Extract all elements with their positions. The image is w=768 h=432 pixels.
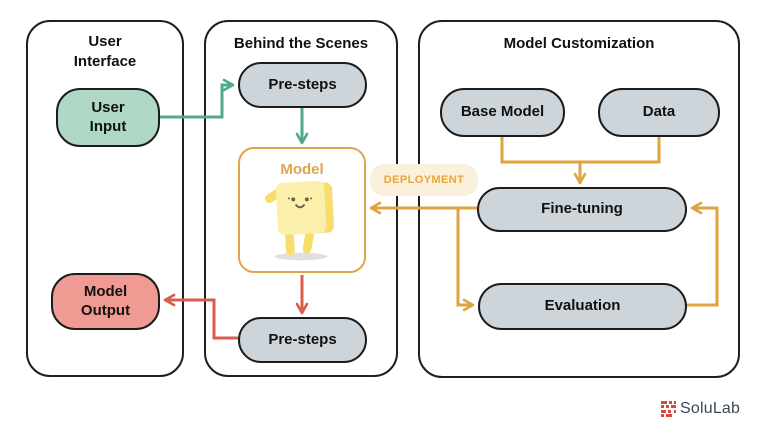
mascot-body (275, 180, 335, 236)
panel-title-user-interface: User Interface (73, 33, 137, 70)
mascot-face (287, 197, 313, 209)
base-model-label: Base Model (460, 103, 545, 121)
model-output-label: Model Output (80, 282, 131, 319)
model-label: Model (280, 161, 324, 178)
model-output-node: Model Output (51, 273, 160, 330)
mascot-shadow (274, 252, 328, 261)
deployment-badge: DEPLOYMENT (370, 164, 478, 196)
model-node: Model (238, 147, 366, 273)
mascot-left-leg (284, 230, 295, 256)
data-label: Data (642, 103, 676, 121)
solulab-logo: SoluLab (661, 400, 740, 418)
pre-steps-bottom-label: Pre-steps (268, 330, 337, 348)
pre-steps-top-node: Pre-steps (238, 62, 367, 108)
butter-mascot-illustration (265, 180, 335, 261)
pre-steps-bottom-node: Pre-steps (238, 317, 367, 363)
fine-tuning-node: Fine-tuning (477, 187, 687, 232)
solulab-logo-text: SoluLab (680, 400, 741, 417)
base-model-node: Base Model (440, 88, 565, 137)
panel-title-behind-the-scenes: Behind the Scenes (233, 35, 369, 52)
fine-tuning-label: Fine-tuning (541, 200, 623, 218)
solulab-logo-icon (661, 400, 676, 417)
user-input-label: User Input (89, 98, 127, 135)
pre-steps-top-label: Pre-steps (268, 75, 337, 93)
evaluation-node: Evaluation (478, 283, 687, 330)
evaluation-label: Evaluation (544, 297, 621, 315)
data-node: Data (598, 88, 720, 137)
panel-title-model-customization: Model Customization (503, 35, 655, 52)
mascot-right-leg (302, 230, 314, 254)
user-input-node: User Input (56, 88, 160, 147)
